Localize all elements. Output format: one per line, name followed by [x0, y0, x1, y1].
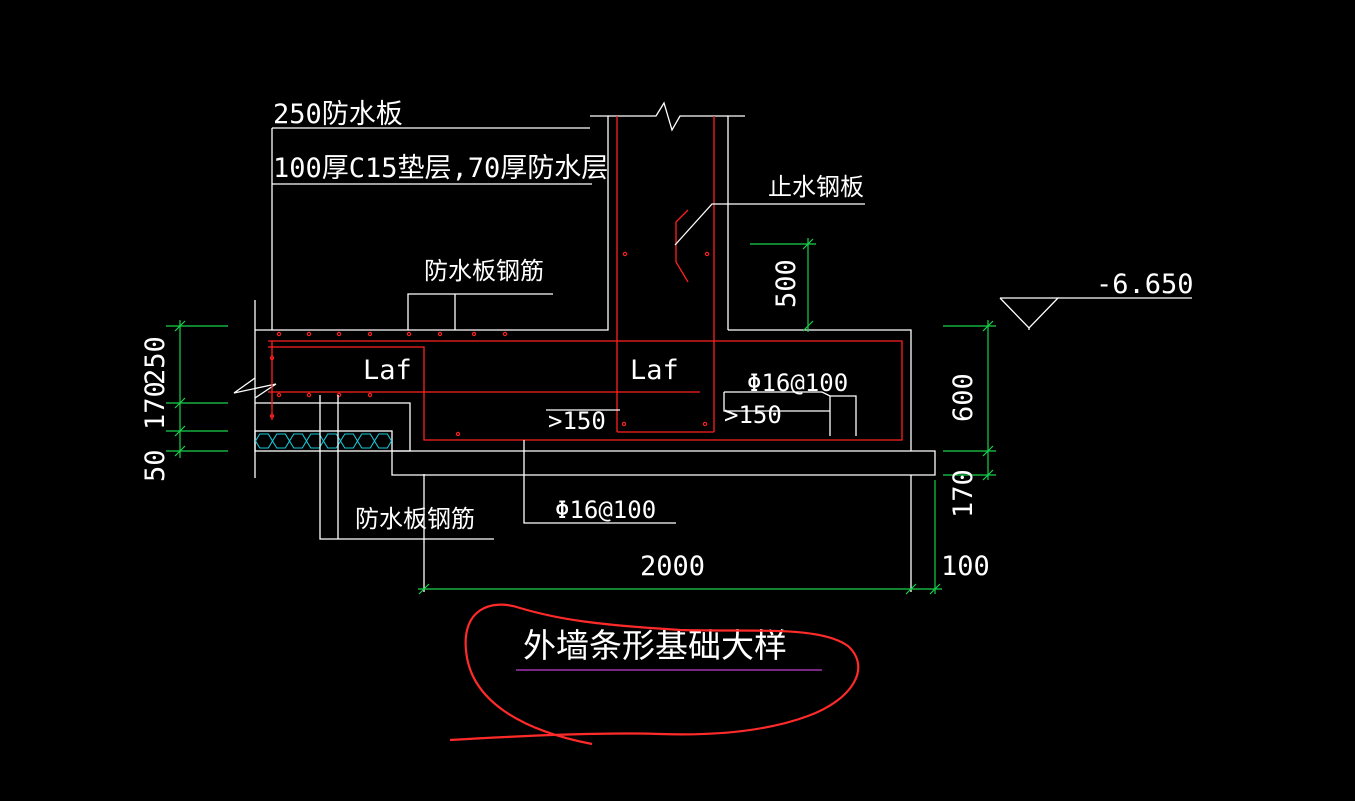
dim-left-250: 250	[140, 336, 171, 385]
label-bar-spacing-right: Φ16@100	[747, 369, 848, 397]
dim-wall-500: 500	[771, 259, 802, 308]
hand-drawn-circle-markup	[449, 603, 860, 746]
hatch-cell	[322, 433, 342, 449]
label-water-stop-plate: 止水钢板	[768, 173, 864, 201]
hatch-cell	[254, 433, 274, 449]
rebar-dots	[269, 251, 710, 437]
rebar	[268, 116, 903, 441]
label-rebar-bottom: 防水板钢筋	[355, 505, 475, 533]
label-min150-left: >150	[548, 407, 606, 435]
hatch-cell	[288, 433, 308, 449]
hatch-cell	[271, 433, 291, 449]
label-min150-right: >150	[724, 401, 782, 429]
waterproof-hatch	[254, 430, 393, 452]
annotations: 250防水板 100厚C15垫层,70厚防水层 止水钢板 防水板钢筋 防水板钢筋…	[140, 99, 1194, 671]
label-cushion-layer: 100厚C15垫层,70厚防水层	[273, 153, 608, 184]
label-bar-spacing-bottom: Φ16@100	[555, 496, 656, 524]
dimension-lines	[166, 238, 996, 595]
hatch-cell	[339, 433, 359, 449]
dim-width-2000: 2000	[640, 551, 705, 582]
concrete-outline	[233, 101, 936, 478]
hatch-cell	[373, 433, 393, 449]
label-rebar-top: 防水板钢筋	[424, 257, 544, 285]
hatch-cell	[305, 433, 325, 449]
dim-right-100: 100	[941, 551, 990, 582]
dim-right-170: 170	[948, 469, 979, 518]
dim-left-50: 50	[140, 449, 171, 482]
hatch-cell	[356, 433, 376, 449]
label-waterproof-board: 250防水板	[273, 99, 403, 130]
drawing-title: 外墙条形基础大样	[523, 626, 787, 665]
label-laf-left: Laf	[363, 355, 412, 386]
label-laf-right: Laf	[630, 355, 679, 386]
leader-lines	[271, 127, 1192, 592]
dim-left-170: 170	[140, 381, 171, 430]
dim-right-600: 600	[948, 373, 979, 422]
label-elevation: -6.650	[1096, 269, 1194, 300]
